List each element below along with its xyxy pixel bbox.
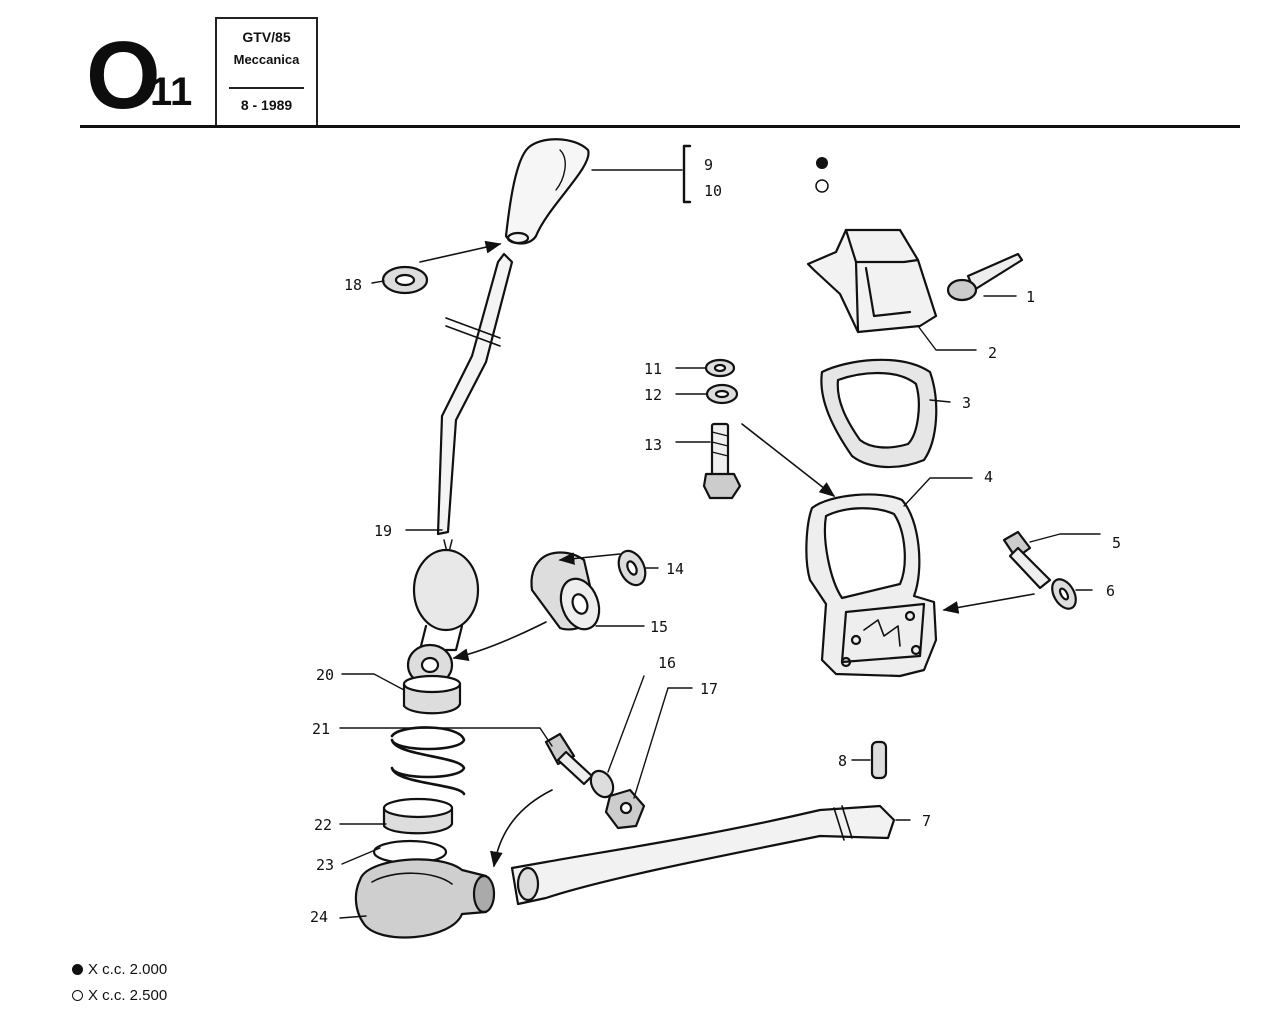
seal-ring: [820, 358, 938, 469]
callout-19: 19: [374, 522, 392, 540]
bolt-nut-set: [544, 732, 646, 830]
callout-1: 1: [1026, 288, 1035, 306]
callout-9: 9: [704, 156, 713, 174]
callout-7: 7: [922, 812, 931, 830]
callout-12: 12: [644, 386, 662, 404]
section-name: Meccanica: [233, 52, 300, 67]
callout-3: 3: [962, 394, 971, 412]
bolt-and-washer: [1002, 530, 1077, 610]
bushing: [530, 549, 647, 631]
header-rule: [80, 125, 1240, 128]
callout-15: 15: [650, 618, 668, 636]
spring-assembly: [382, 674, 466, 835]
rubber-boot: [806, 228, 938, 334]
open-circle-marker: [815, 179, 829, 193]
screw: [946, 252, 1024, 302]
callout-4: 4: [984, 468, 993, 486]
filled-circle-marker: [816, 157, 828, 169]
callout-10: 10: [704, 182, 722, 200]
callout-13: 13: [644, 436, 662, 454]
callout-21: 21: [312, 720, 330, 738]
legend-item-2500: X c.c. 2.500: [72, 987, 167, 1004]
rubber-washer: [381, 265, 429, 295]
callout-5: 5: [1112, 534, 1121, 552]
filled-circle-icon: [72, 964, 83, 975]
section-letter: O: [86, 22, 161, 129]
legend-text: X c.c. 2.500: [88, 987, 168, 1004]
info-box: GTV/85 Meccanica 8 - 1989: [215, 17, 318, 125]
callout-24: 24: [310, 908, 328, 926]
callout-16: 16: [658, 654, 676, 672]
gear-lever: [406, 252, 514, 687]
open-circle-icon: [72, 990, 83, 1001]
callout-14: 14: [666, 560, 684, 578]
selector-rod: [510, 804, 896, 906]
legend-item-2000: X c.c. 2.000: [72, 961, 167, 978]
model-label: GTV/85: [242, 29, 291, 45]
date-label: 8 - 1989: [240, 97, 293, 113]
callout-20: 20: [316, 666, 334, 684]
callout-8: 8: [838, 752, 847, 770]
leader-lines: [339, 169, 1101, 919]
callout-23: 23: [316, 856, 334, 874]
callout-17: 17: [700, 680, 718, 698]
assembly-arrows: [419, 240, 1035, 868]
info-divider: [229, 87, 304, 89]
callout-numbers: 1 2 3 4 5 6 7 8 9 10 11 12 13 14 15 16 1…: [310, 156, 1121, 926]
washer-pair: [704, 358, 739, 405]
roll-pin: [870, 740, 888, 780]
callout-2: 2: [988, 344, 997, 362]
lever-housing: [354, 839, 496, 939]
callout-11: 11: [644, 360, 662, 378]
legend-text: X c.c. 2.000: [88, 961, 168, 978]
callout-6: 6: [1106, 582, 1115, 600]
section-number: 11: [150, 70, 193, 114]
gear-selector-plate: [805, 493, 938, 678]
gear-knob: [504, 138, 590, 245]
bolt: [702, 422, 742, 500]
callout-22: 22: [314, 816, 332, 834]
callout-18: 18: [344, 276, 362, 294]
